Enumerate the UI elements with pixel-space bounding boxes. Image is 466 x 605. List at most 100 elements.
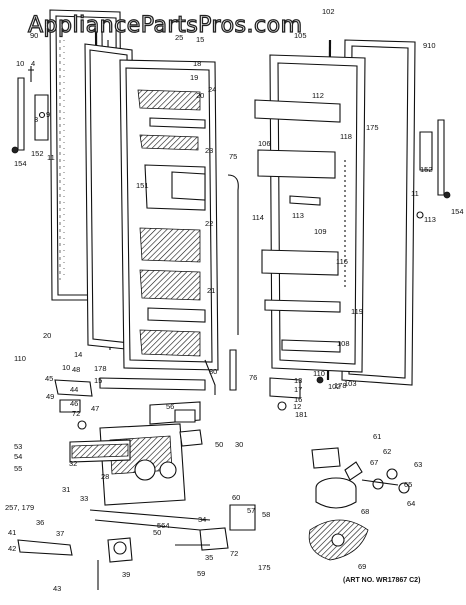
part-label: 53: [14, 442, 22, 451]
part-label: 20: [43, 331, 51, 340]
part-label: 25: [175, 33, 183, 42]
part-label: 21: [207, 286, 215, 295]
part-label: 65: [404, 480, 412, 489]
part-label: 58: [262, 510, 270, 519]
part-label: 152: [420, 165, 433, 174]
part-label: 68: [361, 507, 369, 516]
part-label: 75: [229, 152, 237, 161]
part-label: 181: [295, 410, 308, 419]
part-label: 154: [14, 159, 27, 168]
part-label: 3: [34, 115, 38, 124]
part-label: 18: [193, 59, 201, 68]
part-label: 31: [62, 485, 70, 494]
part-label: 113: [424, 215, 436, 224]
part-label: 10: [62, 363, 70, 372]
part-label: 110: [313, 369, 325, 378]
part-label: 178: [334, 381, 347, 390]
part-label: 30: [235, 440, 243, 449]
part-label: 54: [14, 452, 22, 461]
left-hinge-parts: [11, 66, 49, 154]
part-label: 102: [328, 382, 341, 391]
part-label: 178: [94, 364, 107, 373]
part-label: 112: [312, 91, 324, 100]
part-label: 15: [94, 376, 102, 385]
part-label: 59: [197, 569, 205, 578]
part-label: 37: [56, 529, 64, 538]
part-label: 61: [373, 432, 381, 441]
small-parts: [17, 174, 324, 590]
part-label: 19: [190, 73, 198, 82]
part-label: 32: [69, 459, 77, 468]
part-label: 33: [80, 494, 88, 503]
dispenser-assembly: [69, 401, 211, 531]
part-label: 43: [53, 584, 61, 593]
part-label: 63: [414, 460, 422, 469]
part-label: 14: [74, 350, 82, 359]
part-label: 60: [232, 493, 240, 502]
part-label: 55: [14, 464, 22, 473]
part-label: 564: [157, 521, 170, 530]
part-label: 15: [196, 35, 204, 44]
part-label: 72: [230, 549, 238, 558]
part-label: 13: [294, 376, 302, 385]
part-label: 10: [16, 59, 24, 68]
part-label: 69: [358, 562, 366, 571]
part-label: 152: [31, 149, 44, 158]
part-label: 4: [31, 59, 35, 68]
part-label: 62: [383, 447, 391, 456]
part-label: 175: [258, 563, 271, 572]
part-label: 118: [340, 132, 352, 141]
part-label: 105: [294, 31, 307, 40]
part-label: 116: [336, 257, 348, 266]
part-label: 17: [294, 385, 302, 394]
part-label: 108: [337, 339, 350, 348]
fresh-food-door-liner: [254, 54, 366, 373]
part-label: 9: [46, 110, 50, 119]
part-label: 34: [198, 515, 206, 524]
part-label: 12: [293, 402, 301, 411]
part-label: 257, 179: [5, 503, 34, 512]
part-label: 16: [294, 395, 302, 404]
part-label: 41: [8, 528, 16, 537]
part-label: 35: [205, 553, 213, 562]
part-label: 42: [8, 544, 16, 553]
part-label: 151: [136, 181, 149, 190]
part-label: 11: [411, 189, 419, 198]
part-label: 36: [36, 518, 44, 527]
motor-assembly: [308, 447, 410, 561]
part-label: 11: [47, 153, 55, 162]
part-label: 56: [166, 402, 174, 411]
part-label: 114: [252, 213, 264, 222]
part-label: 39: [122, 570, 130, 579]
part-label: 23: [205, 146, 213, 155]
part-label: 57: [247, 506, 255, 515]
part-label: 50: [153, 528, 161, 537]
part-label: 46: [70, 399, 78, 408]
freezer-door-liner: [119, 59, 219, 371]
part-label: 119: [351, 307, 363, 316]
part-label: 72: [72, 409, 80, 418]
part-label: 102: [322, 7, 335, 16]
watermark-logo: AppliancePartsPros.com: [28, 13, 303, 38]
part-label: 47: [91, 404, 99, 413]
part-label: 113: [292, 211, 304, 220]
part-label: 67: [370, 458, 378, 467]
part-label: 76: [249, 373, 257, 382]
part-label: 90: [30, 31, 38, 40]
part-label: 910: [423, 41, 436, 50]
part-label: 103: [344, 379, 357, 388]
part-label: 106: [258, 139, 271, 148]
part-label: 48: [72, 365, 80, 374]
part-label: 28: [101, 472, 109, 481]
part-label: 154: [451, 207, 464, 216]
part-label: 20: [196, 91, 204, 100]
part-label: 24: [208, 85, 216, 94]
part-label: 49: [46, 392, 54, 401]
part-label: 22: [205, 219, 213, 228]
part-label: 45: [45, 374, 53, 383]
part-label: 50: [215, 440, 223, 449]
right-hinge-parts: [416, 119, 451, 219]
part-label: 110: [14, 354, 26, 363]
